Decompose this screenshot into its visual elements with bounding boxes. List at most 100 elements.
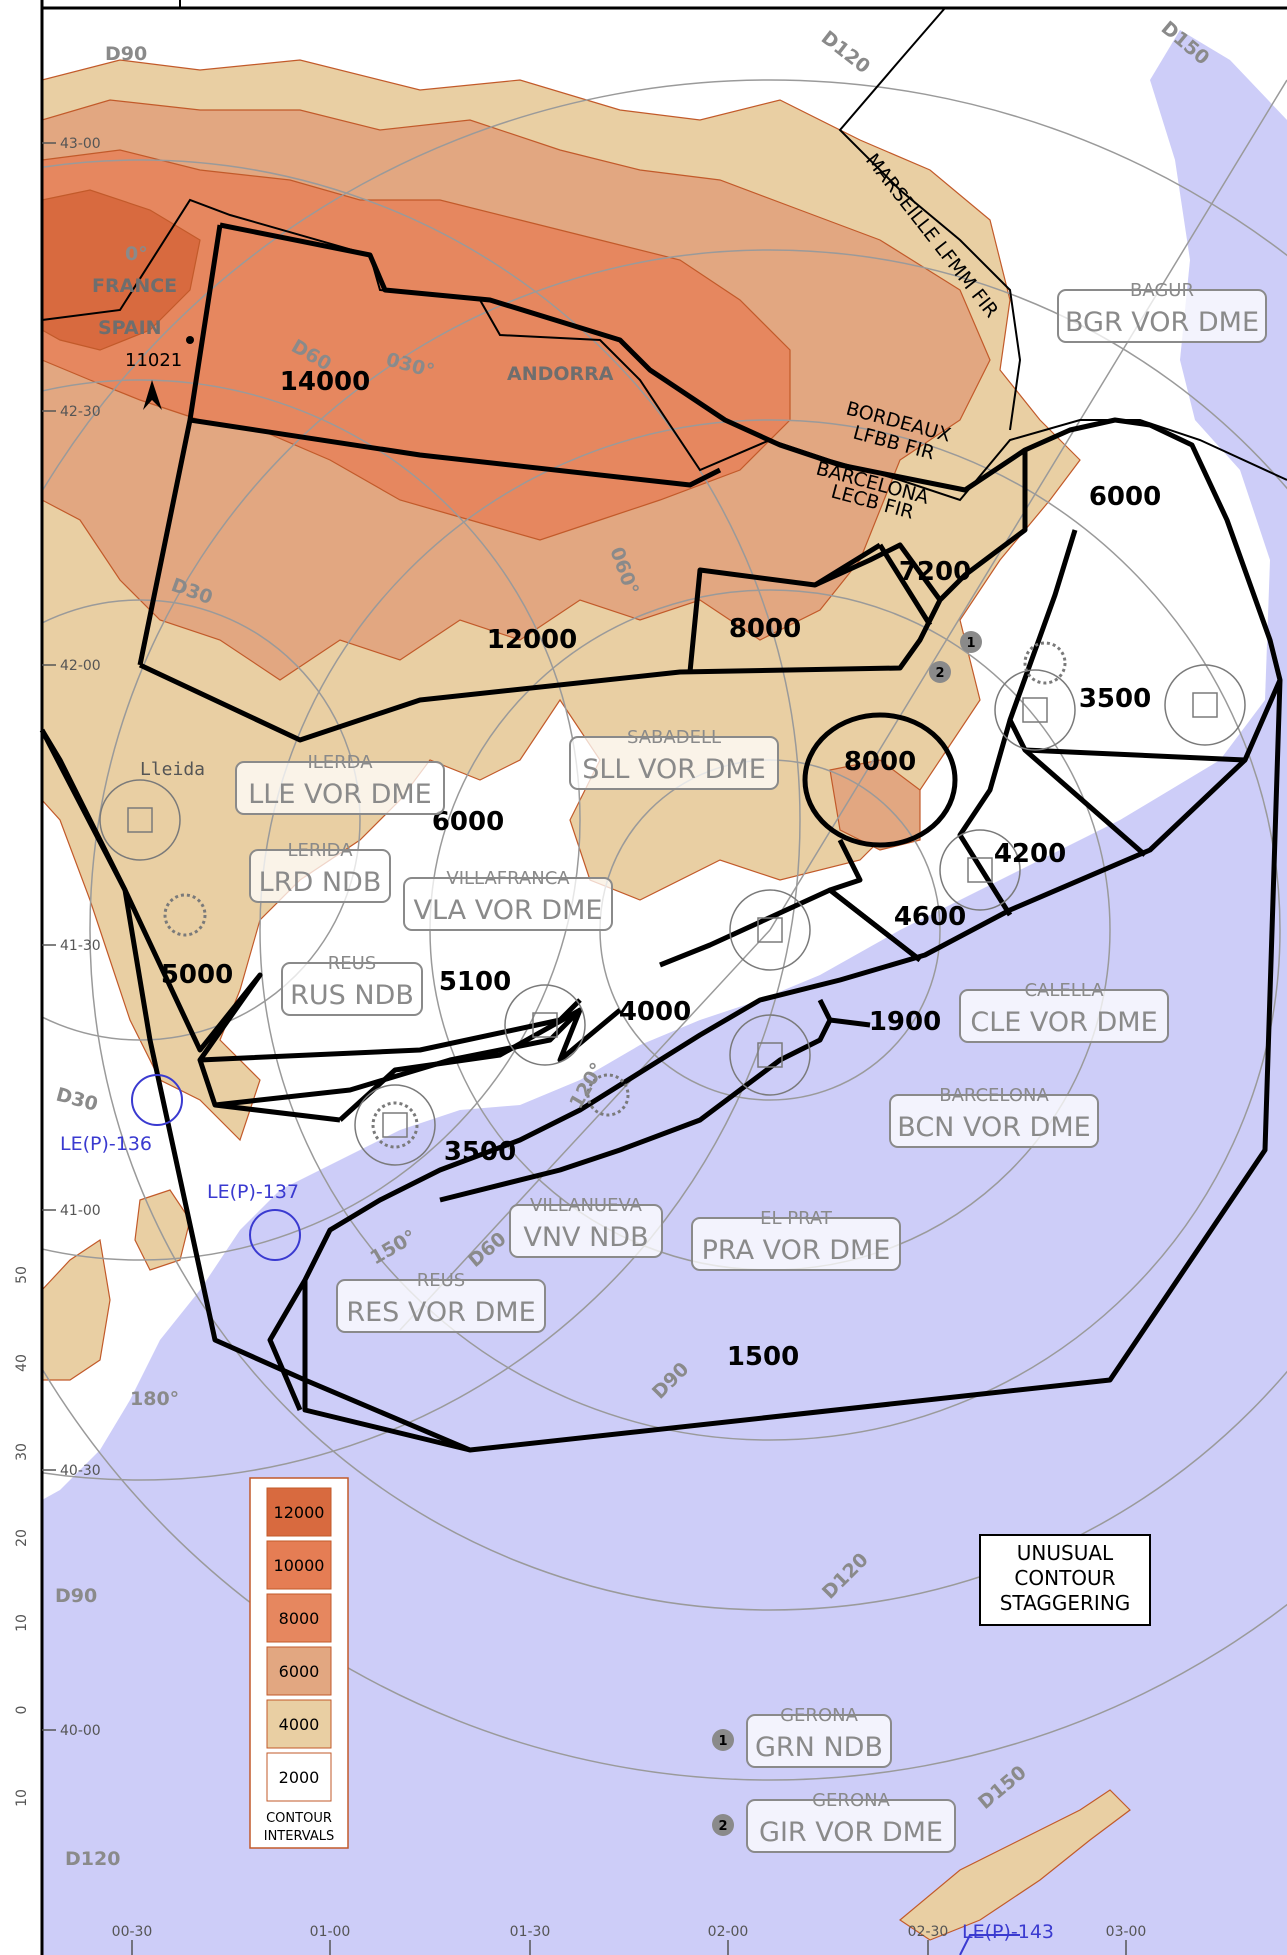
chart-marker-number: 2 — [935, 666, 944, 681]
latitude-label: 41-00 — [60, 1203, 101, 1219]
sector-altitude-label: 14000 — [280, 367, 370, 397]
legend-swatch — [266, 1540, 332, 1590]
navaid-label: GERONA GRN NDB 1 — [712, 1705, 892, 1768]
longitude-label: 00-30 — [112, 1924, 153, 1940]
relief-sw-coast — [42, 1238, 111, 1381]
label-peak-elevation: 11021 — [125, 350, 182, 371]
compass-lle — [99, 779, 181, 861]
legend-swatch — [266, 1646, 332, 1696]
navaid-type: GRN NDB — [755, 1732, 883, 1763]
legend-band-label: 2000 — [279, 1768, 320, 1787]
navaid-type: PRA VOR DME — [702, 1235, 891, 1266]
restricted-labels: LE(P)-136 LE(P)-137 LE(P)-143 — [60, 1133, 1054, 1943]
navaid-type: BGR VOR DME — [1065, 307, 1259, 338]
scale-tick-label: 30 — [14, 1443, 30, 1461]
compass-bgr — [1164, 664, 1246, 746]
legend-caption-line1: CONTOUR — [266, 1811, 332, 1826]
chart-marker: 1 — [960, 631, 982, 653]
scale-tick-label: 10 — [14, 1614, 30, 1632]
legend-band-label: 4000 — [279, 1715, 320, 1734]
note-line1: UNUSUAL — [1017, 1541, 1114, 1565]
bearing-label: 0° — [125, 243, 148, 265]
latitude-label: 42-00 — [60, 658, 101, 674]
longitude-label: 03-00 — [1106, 1924, 1147, 1940]
compass-vla — [504, 984, 586, 1066]
longitude-label: 02-30 — [908, 1924, 949, 1940]
legend-band-label: 10000 — [274, 1556, 325, 1575]
navaid-name: SABADELL — [627, 727, 721, 748]
latitude-label: 40-00 — [60, 1723, 101, 1739]
sector-altitude-label: 1500 — [727, 1342, 799, 1372]
note-box: UNUSUAL CONTOUR STAGGERING — [979, 1534, 1151, 1626]
navaid-label: BAGUR BGR VOR DME — [1057, 280, 1267, 343]
sector-altitude-label: 1900 — [869, 1007, 941, 1037]
range-ring-label: D90 — [105, 43, 147, 65]
peak-dot — [186, 336, 194, 344]
legend-swatch — [266, 1699, 332, 1749]
compass-cle — [939, 829, 1021, 911]
note-line3: STAGGERING — [1000, 1591, 1131, 1615]
relief-8000-inland — [829, 759, 921, 851]
scale-tick-label: 20 — [14, 1529, 30, 1547]
legend-band-label: 8000 — [279, 1609, 320, 1628]
navaid-name: BAGUR — [1130, 280, 1194, 301]
navaid-name: LERIDA — [287, 840, 353, 861]
navaid-marker-number: 1 — [718, 1734, 727, 1749]
label-andorra: ANDORRA — [507, 363, 614, 385]
navaid-label: REUS RES VOR DME — [336, 1270, 546, 1333]
sector-altitude-label: 5000 — [161, 960, 233, 990]
navaid-name: REUS — [417, 1270, 465, 1291]
navaid-name: GERONA — [812, 1790, 890, 1811]
note-line2: CONTOUR — [1014, 1566, 1115, 1590]
navaid-type: RES VOR DME — [346, 1297, 535, 1328]
sector-altitude-label: 7200 — [899, 557, 971, 587]
navaid-type: VNV NDB — [523, 1222, 648, 1253]
label-lleida: Lleida — [140, 759, 205, 780]
legend-swatch — [266, 1752, 332, 1802]
scale-tick-label: 10 — [14, 1789, 30, 1807]
navaid-marker: 1 — [712, 1729, 734, 1751]
navaid-symbols — [99, 641, 1246, 1166]
scale-tick-label: 0 — [14, 1706, 30, 1715]
sector-altitude-label: 8000 — [729, 614, 801, 644]
sector-altitude-label: 12000 — [487, 625, 577, 655]
chart-marker: 2 — [929, 661, 951, 683]
navaid-type: LLE VOR DME — [248, 779, 431, 810]
relief-balearic — [898, 1789, 1131, 1941]
latitude-label: 41-30 — [60, 938, 101, 954]
sector-boundaries — [39, 222, 1283, 1453]
peak-arrow-icon — [143, 380, 162, 410]
latitude-label: 43-00 — [60, 136, 101, 152]
compass-gir — [994, 669, 1076, 751]
navaid-name: EL PRAT — [760, 1208, 833, 1229]
sector-altitude-label: 5100 — [439, 967, 511, 997]
restricted-areas — [131, 1074, 1020, 1955]
label-lep-137: LE(P)-137 — [207, 1181, 299, 1203]
navaid-marker: 2 — [712, 1814, 734, 1836]
navaid-name: BARCELONA — [939, 1085, 1049, 1106]
navaid-name: GERONA — [780, 1705, 858, 1726]
sector-altitude-label: 3500 — [1079, 684, 1151, 714]
latitude-label: 40-30 — [60, 1463, 101, 1479]
sector-altitude-label: 6000 — [432, 807, 504, 837]
navaid-name: VILLAFRANCA — [446, 868, 570, 889]
navaid-name: ILERDA — [307, 752, 373, 773]
legend-swatch — [266, 1593, 332, 1643]
sector-altitude-label: 4600 — [894, 902, 966, 932]
navaid-label: EL PRAT PRA VOR DME — [691, 1208, 901, 1271]
sector-altitude-label: 4000 — [619, 997, 691, 1027]
navaid-type: CLE VOR DME — [970, 1007, 1157, 1038]
navaid-marker-number: 2 — [718, 1819, 727, 1834]
sector-altitude-label: 3500 — [444, 1137, 516, 1167]
legend-caption-line2: INTERVALS — [264, 1829, 334, 1844]
legend-band-label: 6000 — [279, 1662, 320, 1681]
